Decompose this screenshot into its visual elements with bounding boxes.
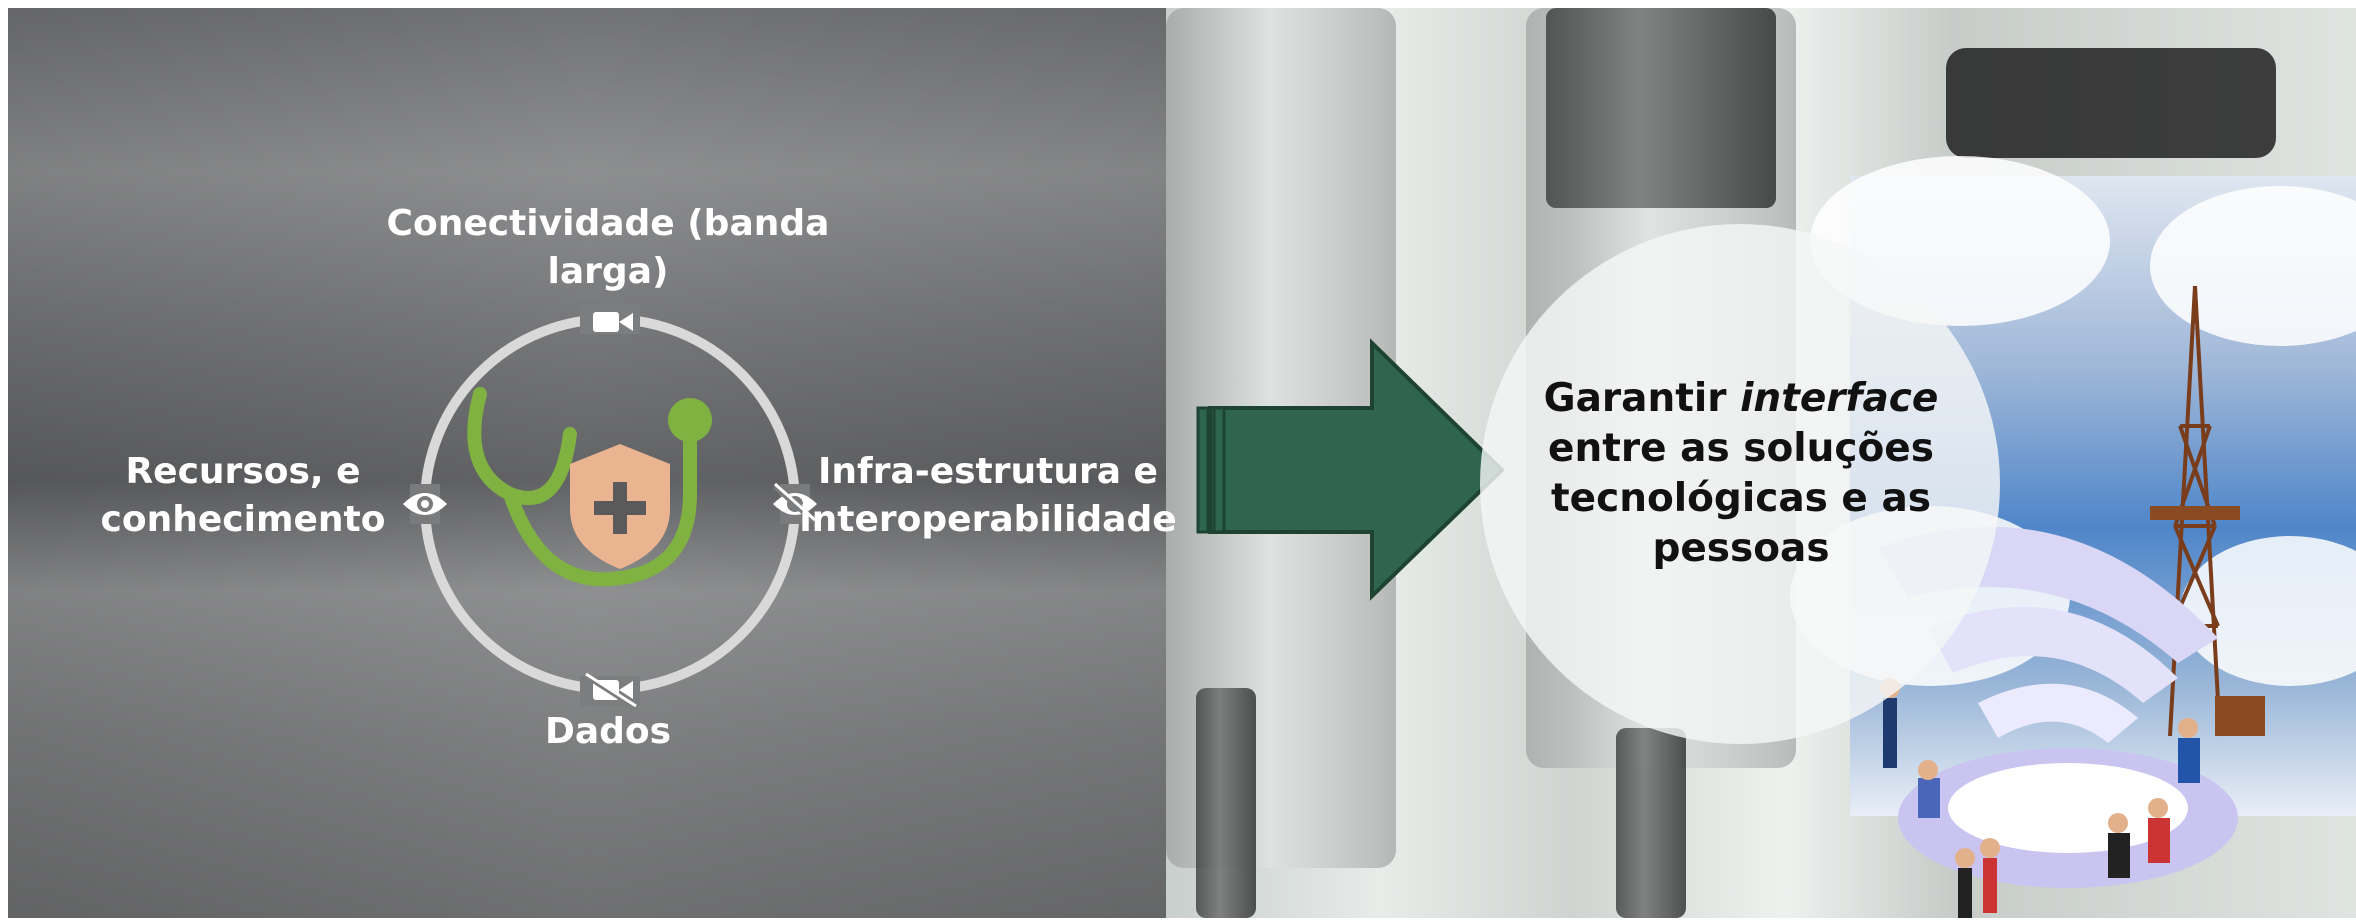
callout-text-before: Garantir — [1543, 376, 1741, 421]
label-resources: Recursos, e conhecimento — [100, 451, 386, 540]
eye-slash-icon — [772, 482, 818, 525]
callout-text: Garantir interface entre as soluções tec… — [1516, 374, 1966, 574]
callout-circle — [1480, 224, 2000, 744]
cloud — [2150, 186, 2356, 346]
callout-text-after: entre as soluções tecnológicas e as pess… — [1548, 426, 1934, 571]
video-camera-icon — [593, 312, 633, 332]
label-data: Dados — [544, 711, 672, 752]
callout-text-italic: interface — [1740, 376, 1939, 421]
iv-tube-1 — [1196, 688, 1256, 918]
eye-icon — [403, 493, 447, 515]
slide: Garantir interface entre as soluções tec… — [8, 8, 2356, 918]
right-arrow — [1196, 338, 1505, 601]
label-infrastructure: Infra-estrutura e interoperabilidade — [799, 451, 1177, 540]
radio-tower-icon — [2150, 285, 2265, 737]
stethoscope-icon — [467, 387, 697, 587]
cycle-diagram — [403, 304, 818, 711]
iv-bag-2-contents — [1546, 8, 1776, 208]
iv-tube-2 — [1616, 728, 1686, 918]
clip-dark — [1946, 48, 2276, 158]
label-connectivity: Conectividade (banda larga) — [386, 203, 830, 292]
video-off-icon — [584, 672, 638, 711]
